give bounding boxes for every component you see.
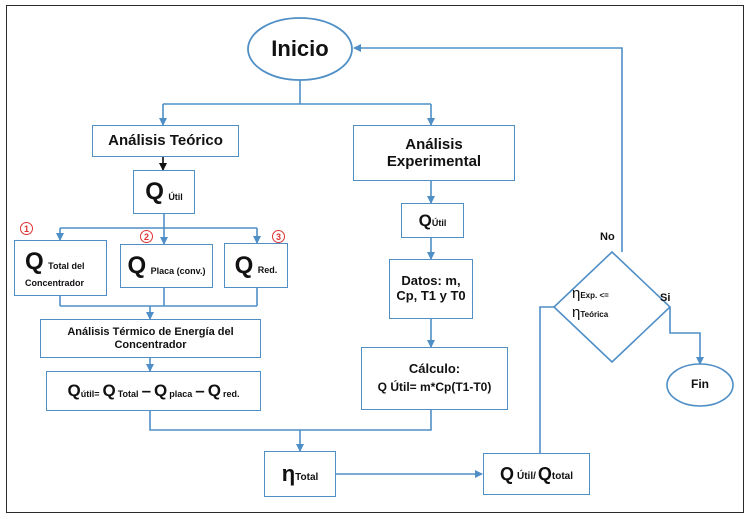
eta-teo-sub: Teórica [580,310,609,320]
eta-subscript: Total [295,472,319,484]
yes-label: Si [660,292,671,304]
q-subscript: Útil [168,191,183,202]
data-box: Datos: m, Cp, T1 y T0 [389,259,473,319]
start-oval [247,17,353,81]
start-label: Inicio [271,36,329,61]
no-label: No [600,231,615,243]
q-symbol: Q [234,251,254,279]
eq-q1: Q [67,381,81,401]
eta-teo: η [572,304,581,322]
q-symbol: Q [145,178,164,206]
eq-s4: red. [222,388,240,399]
decision-text: ηExp. <= ηTeórica [572,284,654,322]
eta-exp: η [572,285,581,302]
calc-title: Cálculo: [408,361,461,377]
diagram-frame [6,5,744,513]
marker-2: 2 [140,230,153,243]
experimental-title-1: Análisis [405,135,463,153]
decision-diamond [552,250,672,364]
theoretical-analysis-box: Análisis Teórico [92,125,239,157]
calculation-box: Cálculo: Q Útil= m*Cp(T1-T0) [361,347,508,410]
eta-symbol: η [281,461,296,487]
data-line-2: Cp, T1 y T0 [396,288,466,303]
q-red-box: Q Red. [224,243,288,288]
experimental-analysis-box: Análisis Experimental [353,125,515,181]
ratio-q1: Q [499,463,514,484]
marker-3: 3 [272,230,285,243]
q-subscript: Útil [431,218,447,229]
q-subscript: Red. [257,265,278,276]
eq-minus2: – [195,381,205,401]
q-placa-box: Q Placa (conv.) [120,244,213,288]
q-symbol: Q [418,210,432,230]
ratio-s2: total [551,471,574,483]
experimental-title-2: Experimental [386,153,482,170]
eq-s2: Total [117,388,139,399]
end-label: Fin [691,377,709,391]
q-subscript: Total del [48,261,85,272]
ratio-s1: Útil/ [517,471,536,483]
energy-balance-box: Análisis Térmico de Energía del Concentr… [40,319,261,358]
q-total-box: Q Total del Concentrador [14,240,107,296]
eq-q3: Q [154,381,168,401]
q-subscript: Placa (conv.) [150,265,206,276]
eq-minus1: – [141,381,152,401]
end-oval [666,363,734,407]
eq-q2: Q [102,381,116,401]
eq-q4: Q [207,381,221,401]
eq-s3: placa [169,388,193,399]
data-line-1: Datos: m, [401,273,461,289]
calc-formula: Q Útil= m*Cp(T1-T0) [377,380,492,395]
eq-s1: útil= [80,388,100,399]
q-subscript-2: Concentrador [25,277,85,288]
q-symbol: Q [127,252,147,280]
ratio-q2: Q [537,463,552,484]
marker-1: 1 [20,222,33,235]
q-symbol: Q [25,248,44,276]
q-util-theoretical-box: Q Útil [133,170,195,214]
eta-exp-sub: Exp. <= [580,291,609,300]
